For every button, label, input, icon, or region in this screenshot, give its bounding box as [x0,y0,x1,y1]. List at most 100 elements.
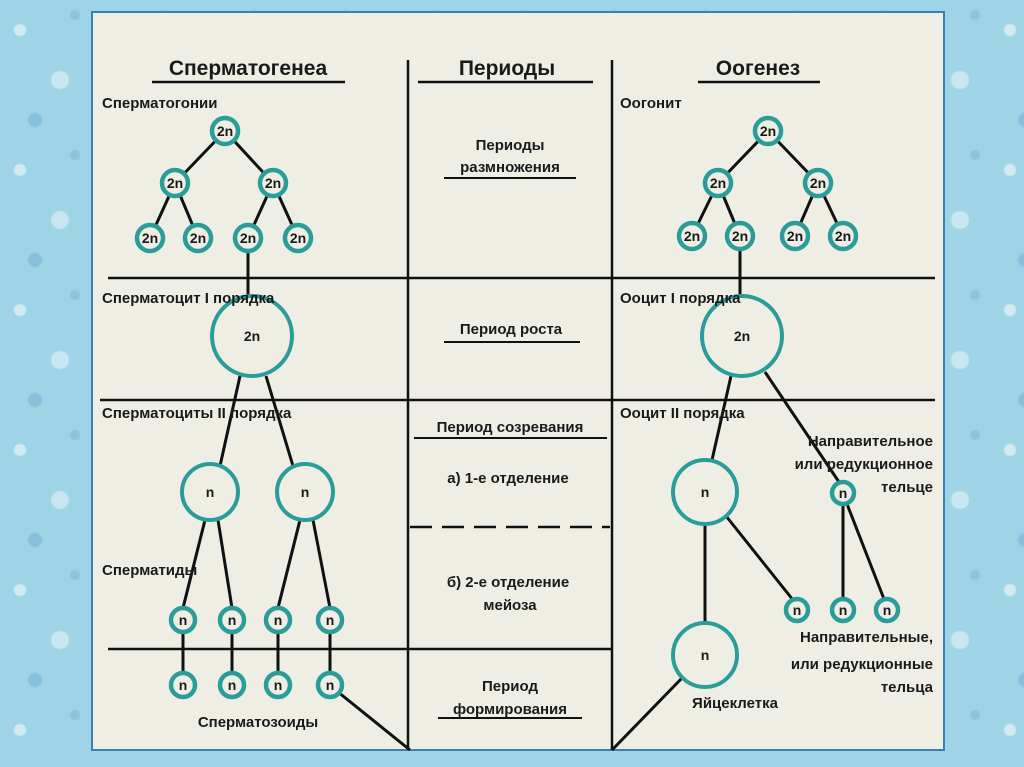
sperm-cell: n [315,670,345,700]
cell-circle [671,458,739,526]
cell-circle [315,605,345,635]
cell-circle [263,605,293,635]
sperm-cell: 2n [134,222,166,254]
oo-cell: 2n [676,220,708,252]
period-division-1: а) 1-е отделение [447,470,568,487]
sperm-cell: 2n [210,294,294,378]
lineage-line [763,371,841,483]
label-oocyte-1: Ооцит I порядка [620,290,741,307]
oo-cell: 2n [827,220,859,252]
cell-circle [168,670,198,700]
cell-circle [282,222,314,254]
label-spermatogonia: Сперматогонии [102,95,217,112]
label-spermatocytes-2: Сперматоциты II порядка [102,405,292,422]
ploidy-label: n [228,612,237,628]
lineage-line [724,515,795,601]
oo-cell: 2n [802,167,834,199]
header-periods: Периоды [459,57,555,80]
ploidy-label: 2n [810,175,826,191]
header-oogenesis: Оогенез [716,57,800,80]
cell-circle [180,462,240,522]
cell-circle [159,167,191,199]
ploidy-label: n [274,677,283,693]
cell-circle [257,167,289,199]
oo-cell: n [829,479,857,507]
ploidy-label: 2n [142,230,158,246]
sperm-cell: 2n [257,167,289,199]
label-polar-bodies-1: Направительные, [800,629,933,646]
period-maturation: Период созревания [437,419,584,436]
oo-cell: 2n [700,294,784,378]
cell-circle [752,115,784,147]
oo-cell: n [783,596,811,624]
ploidy-label: n [839,602,848,618]
cell-circle [873,596,901,624]
sperm-cell: n [217,605,247,635]
ploidy-label: 2n [217,123,233,139]
lineage-line [181,519,207,609]
oo-cell: n [829,596,857,624]
ploidy-label: n [701,647,710,663]
sperm-cell: 2n [232,222,264,254]
sperm-cell: 2n [159,167,191,199]
label-oocyte-2: Ооцит II порядка [620,405,745,422]
oo-cell: 2n [752,115,784,147]
lineage-line [710,375,733,461]
cell-circle [783,596,811,624]
cell-circle [210,294,294,378]
ploidy-label: n [274,612,283,628]
ploidy-label: 2n [244,328,260,344]
lineage-line [218,375,242,467]
label-oogonium: Оогонит [620,95,682,112]
cell-circle [829,479,857,507]
sperm-cell: n [180,462,240,522]
lineage-line [610,676,684,752]
lineage-lines [148,129,886,752]
ploidy-label: n [701,484,710,500]
cell-circle [217,670,247,700]
sperm-cell: 2n [282,222,314,254]
cell-circle [802,167,834,199]
lineage-line [216,519,234,609]
label-spermatids: Сперматиды [102,562,197,579]
ploidy-label: n [883,602,892,618]
cell-circle [827,220,859,252]
cell-circle [315,670,345,700]
period-division-2: б) 2-е отделение [447,574,569,591]
oo-cell: n [671,458,739,526]
ploidy-label: n [839,485,848,501]
period-formation-1: Период [482,678,538,695]
cell-circle [779,220,811,252]
ploidy-label: n [179,612,188,628]
ploidy-label: 2n [732,228,748,244]
ploidy-label: 2n [684,228,700,244]
oo-cell: n [671,621,739,689]
ploidy-label: n [326,612,335,628]
ploidy-label: n [206,484,215,500]
ploidy-label: n [301,484,310,500]
oo-cell: 2n [779,220,811,252]
label-spermatocyte-1: Сперматоцит I порядка [102,290,275,307]
cell-circle [217,605,247,635]
label-polar-body-1: Направительное [808,433,933,450]
cell-circle [702,167,734,199]
cell-circle [209,115,241,147]
period-reproduction-2: размножения [460,159,560,176]
oo-cell: n [873,596,901,624]
label-egg: Яйцеклетка [692,695,779,712]
cell-circle [182,222,214,254]
sperm-cell: n [168,605,198,635]
sperm-cell: 2n [209,115,241,147]
ploidy-label: 2n [734,328,750,344]
sperm-cell: n [263,670,293,700]
ploidy-label: 2n [760,123,776,139]
cell-circle [134,222,166,254]
period-formation-2: формирования [453,701,567,718]
ploidy-label: n [228,677,237,693]
cell-circle [263,670,293,700]
period-growth: Период роста [460,321,563,338]
label-polar-bodies-2: или редукционные [791,656,933,673]
sperm-cell: n [217,670,247,700]
sperm-cell: n [315,605,345,635]
